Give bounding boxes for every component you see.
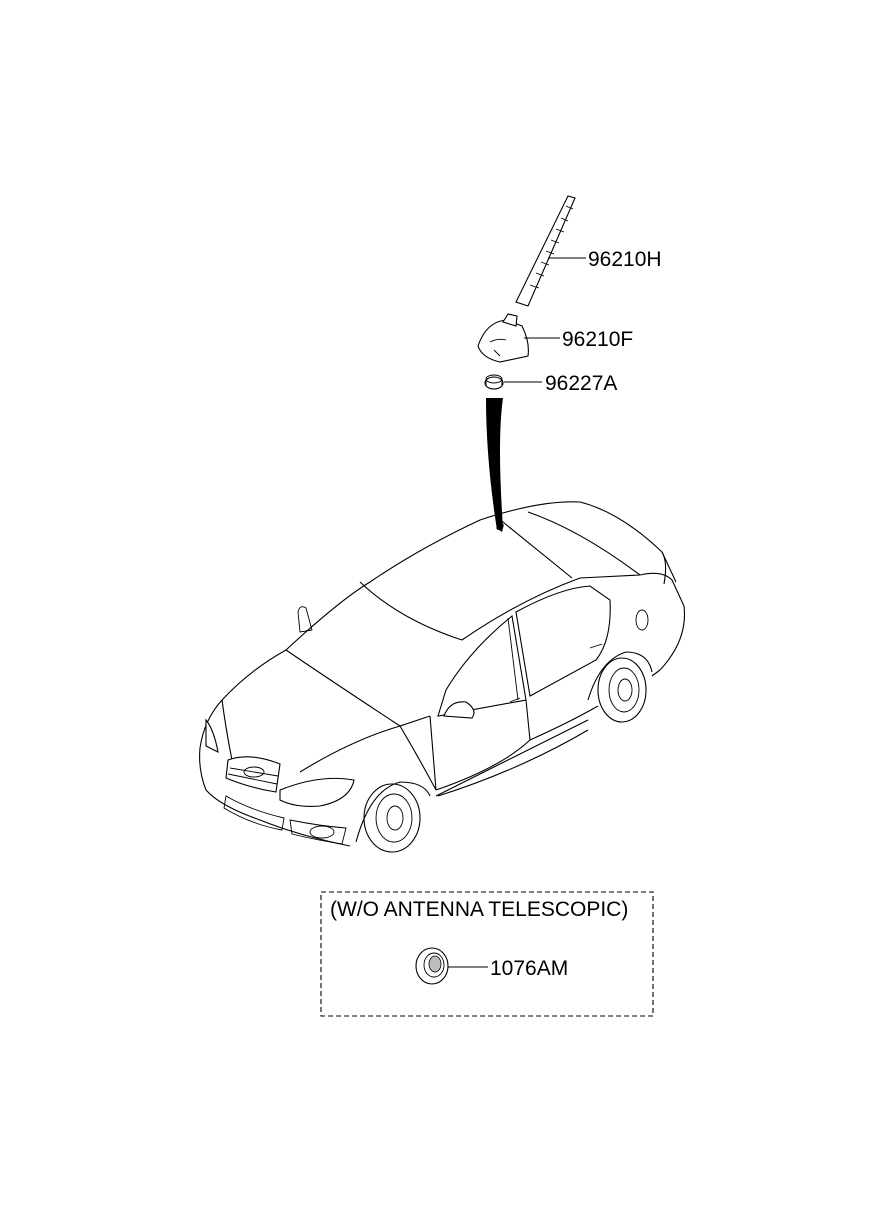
label-96227A: 96227A (545, 372, 617, 395)
variant-box: (W/O ANTENNA TELESCOPIC) 1076AM (320, 891, 654, 1017)
label-96210F: 96210F (562, 328, 633, 351)
label-1076AM: 1076AM (490, 957, 568, 980)
label-96210H: 96210H (588, 248, 662, 271)
antenna-base[interactable] (477, 313, 529, 363)
antenna-gasket[interactable] (484, 374, 504, 390)
car-illustration (199, 501, 686, 853)
location-pointer (486, 398, 503, 530)
grommet[interactable] (415, 947, 449, 985)
variant-note: (W/O ANTENNA TELESCOPIC) (330, 898, 628, 921)
antenna-mast[interactable] (515, 195, 576, 307)
